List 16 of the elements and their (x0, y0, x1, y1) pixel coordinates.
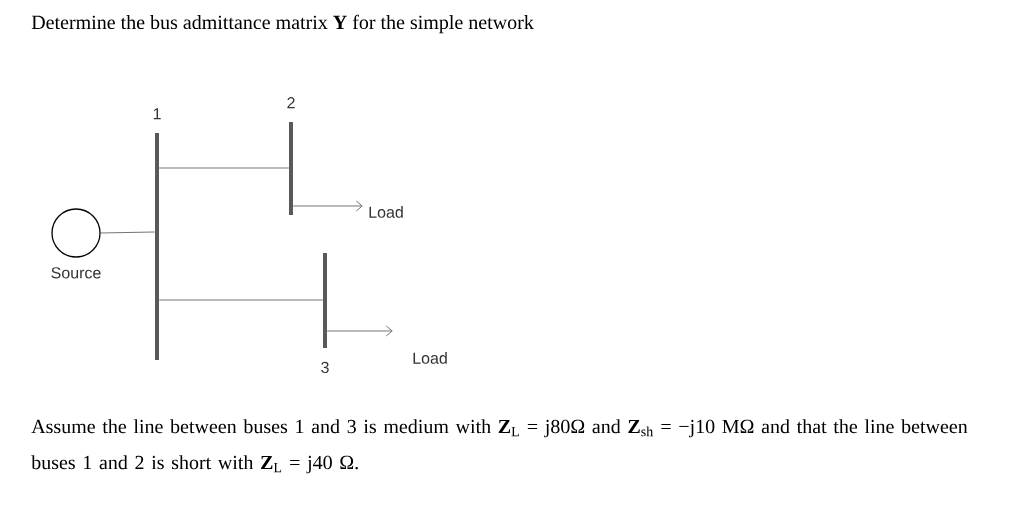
title: Determine the bus admittance matrix Y for the simple network (31, 14, 534, 34)
load-label: Load (413, 352, 447, 364)
node-label: 1 (153, 108, 161, 120)
line (158, 299, 324, 301)
node-label: 3 (321, 361, 329, 374)
bus-bar: 3 (321, 253, 329, 374)
line (158, 167, 290, 169)
line (100, 231, 156, 234)
caption: Assume the line between buses 1 and 3 is medium with Z$_{L}$ = j80Ω and Z$_{sh}$ = −j10 MΩ and that the line between buses 1 and 2 is short with Z$_{L}$ = j40 Ω. (31, 419, 968, 474)
node-label: 2 (287, 97, 295, 109)
arrow (292, 200, 363, 212)
bus-bar: 2 (287, 97, 295, 215)
node-label: Source (51, 267, 101, 279)
arrow (326, 325, 393, 337)
bus-bar: 1 (153, 108, 161, 360)
load-label: Load (369, 206, 403, 218)
